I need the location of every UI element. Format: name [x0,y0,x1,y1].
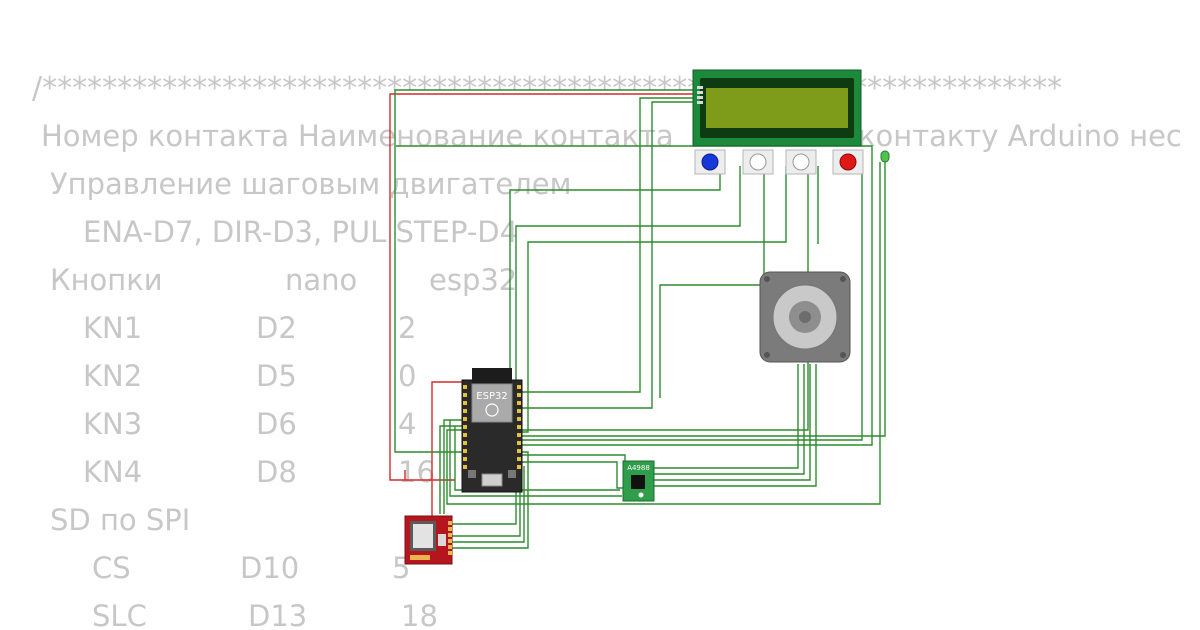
wire-led[interactable] [522,162,886,437]
kn3-name: KN3 [83,407,143,441]
col-header-pin-number: Номер контакта [41,119,289,153]
sd-header: SD по SPI [50,503,191,537]
esp32-board[interactable]: ESP32 [461,368,523,493]
kn4-name: KN4 [83,455,143,489]
sd-cs-nano: D10 [240,551,300,585]
wire-lcd-sda[interactable] [522,97,697,393]
esp32-pins-left [463,385,467,469]
wire-led-return[interactable] [446,162,881,505]
buttons-header-esp32: esp32 [429,263,518,297]
sd-slc-nano: D13 [248,599,308,630]
wire-sd-3[interactable] [452,466,525,543]
wire-btn-white4[interactable] [522,170,809,431]
wire-btn-red[interactable] [522,166,863,441]
pushbutton-white-2[interactable] [785,149,817,175]
wire-sd-6[interactable] [443,419,462,514]
wire-esp-driver-3[interactable] [454,426,620,491]
a4988-label: A4988 [627,464,650,472]
esp32-pins-right [517,385,521,469]
wire-top-bus[interactable] [396,145,873,446]
kn2-esp32: 0 [398,359,417,393]
wire-esp-driver-1[interactable] [522,454,626,466]
sd-slc-esp32: 18 [401,599,438,630]
wire-driver-motor-4[interactable] [654,364,817,487]
kn4-esp32: 16 [398,455,435,489]
wire-esp-driver-2[interactable] [522,461,625,489]
kn3-esp32: 4 [398,407,417,441]
stepper-motor[interactable] [759,271,851,363]
lcd-display[interactable] [692,69,862,147]
pushbutton-white-1[interactable] [742,149,774,175]
esp32-chip-label: ESP32 [476,391,507,402]
wire-lcd-scl[interactable] [522,101,697,409]
wire-lcd-gnd[interactable] [394,89,697,453]
wire-red-lcd-power[interactable] [389,93,697,481]
a4988-driver[interactable]: A4988 [622,460,655,502]
col-header-arduino-pin: контакту Arduino нес [858,119,1182,153]
pushbutton-blue[interactable] [694,149,726,175]
kn2-nano: D5 [256,359,297,393]
wire-btn-white2[interactable] [659,170,765,398]
led-green[interactable] [880,150,890,163]
pushbutton-red[interactable] [832,149,864,175]
sd-pins [448,521,452,555]
wire-btn-blue[interactable] [509,170,721,403]
wire-driver-motor-2[interactable] [654,364,805,475]
wire-esp-driver-4[interactable] [449,420,622,497]
kn3-nano: D6 [256,407,297,441]
kn4-nano: D8 [256,455,297,489]
kn1-name: KN1 [83,311,143,345]
sd-slc-name: SLC [92,599,147,630]
kn1-esp32: 2 [398,311,417,345]
wire-btn-white3[interactable] [522,166,787,433]
wire-btn-white1[interactable] [515,166,741,421]
kn1-nano: D2 [256,311,297,345]
wire-driver-motor-1[interactable] [654,364,799,469]
stepper-title: Управление шаговым двигателем [50,167,572,201]
sd-card-module[interactable] [404,515,453,565]
sd-cs-name: CS [92,551,131,585]
wire-sd-4[interactable] [452,451,529,549]
wire-sd-5[interactable] [439,425,462,514]
stepper-pins: ENA-D7, DIR-D3, PUL STEP-D4 [83,215,519,249]
comment-header-line: /***************************************… [32,71,1063,106]
kn2-name: KN2 [83,359,143,393]
buttons-header-nano: nano [285,263,358,297]
buttons-header-label: Кнопки [50,263,163,297]
lcd-header-pins [697,86,703,104]
wire-driver-motor-3[interactable] [654,364,811,481]
